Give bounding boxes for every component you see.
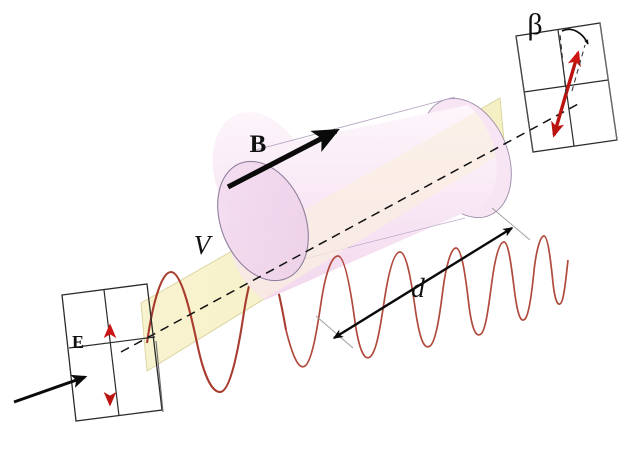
length-dimension <box>315 207 531 349</box>
angle-vertical-reference-dashed <box>559 33 567 95</box>
rotation-angle-indicator <box>559 28 589 95</box>
dimension-tick-right <box>491 207 531 241</box>
incoming-ray-line <box>13 374 88 404</box>
output-plate-left-post <box>515 35 534 153</box>
input-polarizer-plate <box>61 283 164 422</box>
cylinder-top-edge <box>251 96 456 152</box>
length-double-arrow <box>332 226 514 340</box>
beam-plane-inside-fill <box>212 105 497 300</box>
length-label: d <box>411 273 425 303</box>
angle-rotated-reference-dashed <box>571 44 586 92</box>
output-analyzer-plate <box>515 22 618 153</box>
output-plate-right-post <box>599 22 618 141</box>
angle-arc-arrow <box>561 28 589 45</box>
b-field-arrow <box>226 128 340 190</box>
input-plate-right-post <box>155 340 164 413</box>
verdet-constant-label: V <box>194 230 214 260</box>
cylinder-front-cap <box>217 160 309 282</box>
incoming-ray-arrow <box>13 374 88 404</box>
beam-plane-inside-cylinder <box>212 105 497 300</box>
dimension-tick-left <box>315 315 354 349</box>
rotation-angle-label: β <box>527 8 542 41</box>
e-field-label: E <box>72 332 84 352</box>
b-field-label: B <box>250 131 267 158</box>
b-field-arrow-line <box>226 128 340 190</box>
medium-cylinder <box>212 96 512 300</box>
